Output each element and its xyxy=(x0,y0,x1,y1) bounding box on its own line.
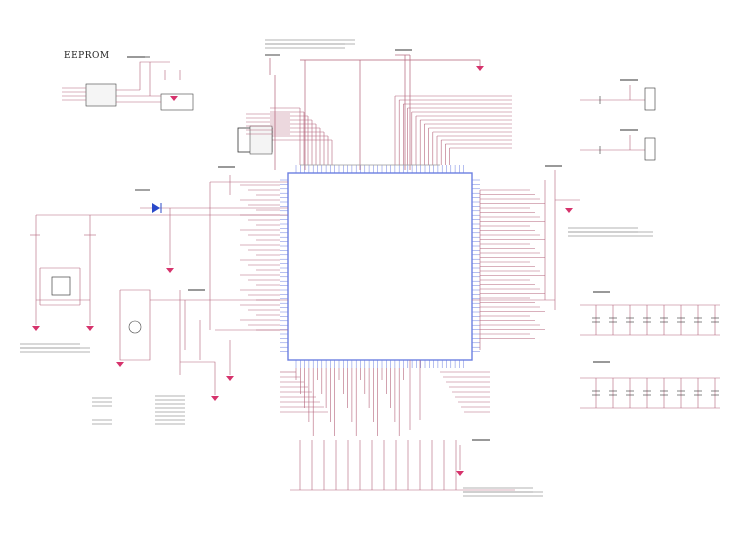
bottom-fan-wires xyxy=(280,368,490,490)
decoupling-cap-bank-2 xyxy=(580,377,720,409)
power-rail-stubs xyxy=(127,49,638,441)
left-reset-circuit xyxy=(30,175,288,330)
annotation-text-blocks xyxy=(20,39,653,497)
left-fan-wires xyxy=(240,184,280,331)
diode-symbol xyxy=(152,203,162,213)
eeprom-block xyxy=(62,56,194,111)
ground-symbols xyxy=(32,66,573,476)
top-left-fan-wires xyxy=(270,107,333,165)
chip-pins-right xyxy=(472,179,480,352)
transistor-circuit xyxy=(119,289,288,395)
jtag-connector xyxy=(237,125,273,155)
led-indicator-2 xyxy=(580,135,656,161)
eeprom-block-title: EEPROM xyxy=(64,51,110,61)
right-fan-wires xyxy=(480,189,545,339)
main-controller-chip xyxy=(280,165,480,368)
chip-pins-top xyxy=(295,165,464,173)
right-bus xyxy=(472,170,580,350)
decoupling-cap-bank-1 xyxy=(580,304,720,336)
chip-pins-bottom xyxy=(295,360,464,368)
led-indicator-1 xyxy=(580,85,656,111)
bottom-bus xyxy=(290,360,515,491)
crystal-oscillator xyxy=(39,267,81,306)
top-right-fan-wires xyxy=(394,95,512,165)
chip-pins-left xyxy=(280,179,288,352)
top-bus-wires xyxy=(269,54,481,170)
